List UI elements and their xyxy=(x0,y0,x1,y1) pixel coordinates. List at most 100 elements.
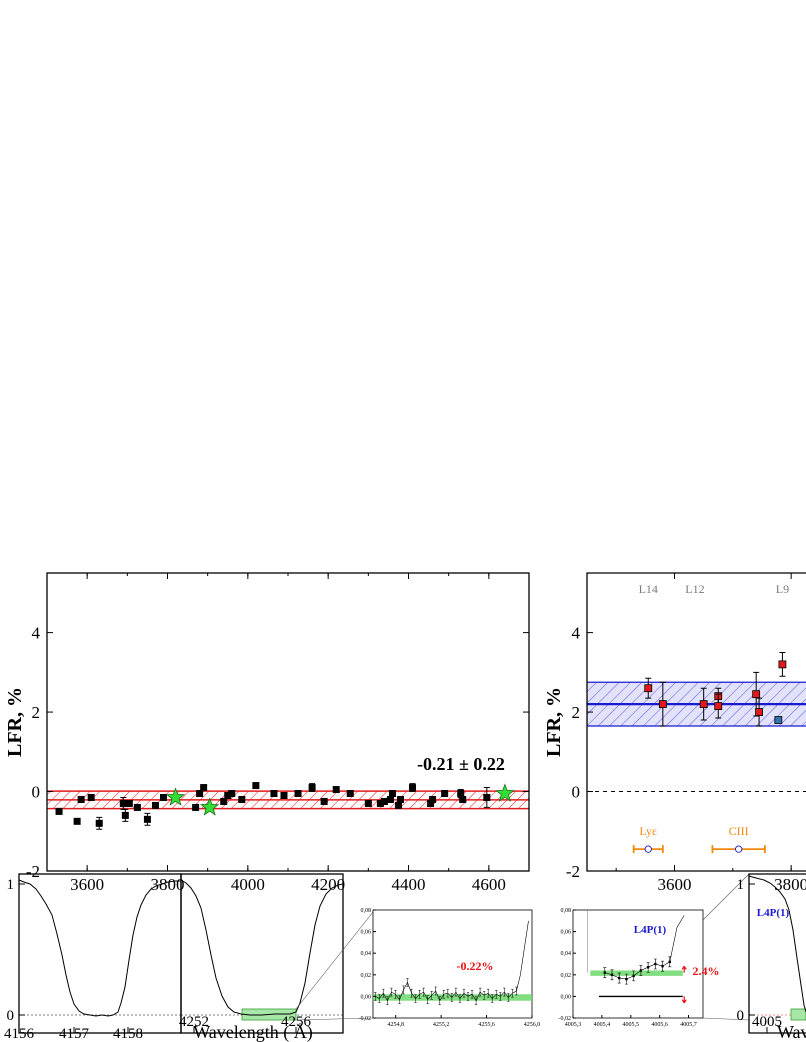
data-point xyxy=(192,803,200,811)
spectrum-line xyxy=(748,875,806,1013)
data-point xyxy=(119,799,127,807)
plot-frame xyxy=(572,909,704,1019)
x-tick-label: 4200 xyxy=(311,875,345,894)
line-label: L4P(1) xyxy=(757,907,790,919)
y-tick-label: 0,02 xyxy=(561,973,572,979)
data-point xyxy=(778,660,787,669)
x-tick-label: 3600 xyxy=(658,875,692,894)
data-point xyxy=(200,784,208,792)
x-tick-label: 4254,8 xyxy=(387,1022,404,1028)
delta-label: 2.4% xyxy=(693,964,720,978)
data-point xyxy=(427,799,435,807)
line-label: L12 xyxy=(685,582,704,596)
data-point xyxy=(133,803,141,811)
plot-frame xyxy=(180,873,344,1034)
mean-band xyxy=(373,994,532,1001)
plot-frame xyxy=(586,572,806,872)
x-tick-label: 4157 xyxy=(59,1026,90,1042)
mean-band xyxy=(47,790,529,810)
data-point xyxy=(376,799,384,807)
data-points xyxy=(644,651,787,727)
plot-frame xyxy=(748,873,806,1034)
data-point xyxy=(196,790,204,798)
data-point-blue xyxy=(774,716,783,724)
y-tick-label: 0,02 xyxy=(361,973,372,979)
x-tick-label: 4005,4 xyxy=(594,1022,611,1028)
y-tick-label: 4 xyxy=(32,624,41,643)
y-tick-label: 0,08 xyxy=(561,908,572,914)
x-tick-label: 4005,5 xyxy=(623,1022,640,1028)
zoom-connector xyxy=(295,911,374,1010)
plot-frame xyxy=(18,873,182,1034)
data-point xyxy=(228,790,236,798)
x-tick-label: 3600 xyxy=(70,875,104,894)
data-point xyxy=(151,801,159,809)
x-axis-label: Wav xyxy=(777,1022,806,1042)
y-tick-label: 0,04 xyxy=(361,951,372,957)
data-point xyxy=(220,797,228,805)
data-point xyxy=(386,795,394,803)
data-point xyxy=(320,797,328,805)
data-point xyxy=(409,784,417,792)
transition-marker xyxy=(644,845,652,853)
data-point xyxy=(380,797,388,805)
y-tick-label: 0,04 xyxy=(561,951,572,957)
spectrum-line xyxy=(375,920,529,1002)
y-tick-label: 0 xyxy=(572,783,581,802)
y-tick-label: 0,06 xyxy=(561,930,572,936)
data-point xyxy=(394,801,402,809)
data-point xyxy=(346,790,354,798)
y-tick-label: 0 xyxy=(32,783,41,802)
x-tick-label: 4005 xyxy=(752,1014,782,1030)
x-tick-label: 3800 xyxy=(151,875,185,894)
data-point xyxy=(332,786,340,794)
x-tick-label: 4255,6 xyxy=(478,1022,495,1028)
mean-band xyxy=(587,681,806,793)
star-point xyxy=(165,787,186,806)
y-tick-label: 0,06 xyxy=(361,930,372,936)
mean-band xyxy=(590,970,683,976)
inset-data xyxy=(373,920,532,1005)
data-point xyxy=(87,793,95,801)
x-tick-label: 4158 xyxy=(113,1026,143,1042)
x-tick-label: 4255,2 xyxy=(433,1022,450,1028)
y-tick-label: 0,00 xyxy=(561,994,572,1000)
x-tick-label: 3800 xyxy=(774,875,806,894)
data-point xyxy=(252,782,260,790)
y-tick-label: 0 xyxy=(7,1008,15,1024)
offset-label: -0.22% xyxy=(457,959,494,973)
data-point xyxy=(714,702,723,711)
data-point xyxy=(270,790,278,798)
spectrum-line xyxy=(604,915,685,980)
x-tick-label: 4600 xyxy=(472,875,506,894)
transition-marker xyxy=(735,845,743,853)
data-point xyxy=(77,795,85,803)
star-point xyxy=(495,783,515,802)
data-point xyxy=(121,811,129,819)
plot-frame xyxy=(46,572,530,872)
x-tick-label: 4156 xyxy=(4,1026,35,1042)
x-tick-label: 4005,6 xyxy=(651,1022,668,1028)
data-point xyxy=(308,784,316,792)
data-point xyxy=(388,790,396,798)
spectrum-line xyxy=(180,879,344,1016)
data-point xyxy=(143,815,151,823)
y-tick-label: 0 xyxy=(737,1008,745,1024)
y-tick-label: -0,02 xyxy=(359,1016,372,1022)
x-tick-label: 4005,3 xyxy=(565,1022,582,1028)
data-point xyxy=(644,684,653,693)
x-tick-label: 4400 xyxy=(392,875,426,894)
zoom-region xyxy=(790,1008,806,1021)
delta-arrow xyxy=(681,965,687,973)
data-point xyxy=(159,793,167,801)
data-point xyxy=(396,795,404,803)
line-label: L9 xyxy=(776,582,789,596)
